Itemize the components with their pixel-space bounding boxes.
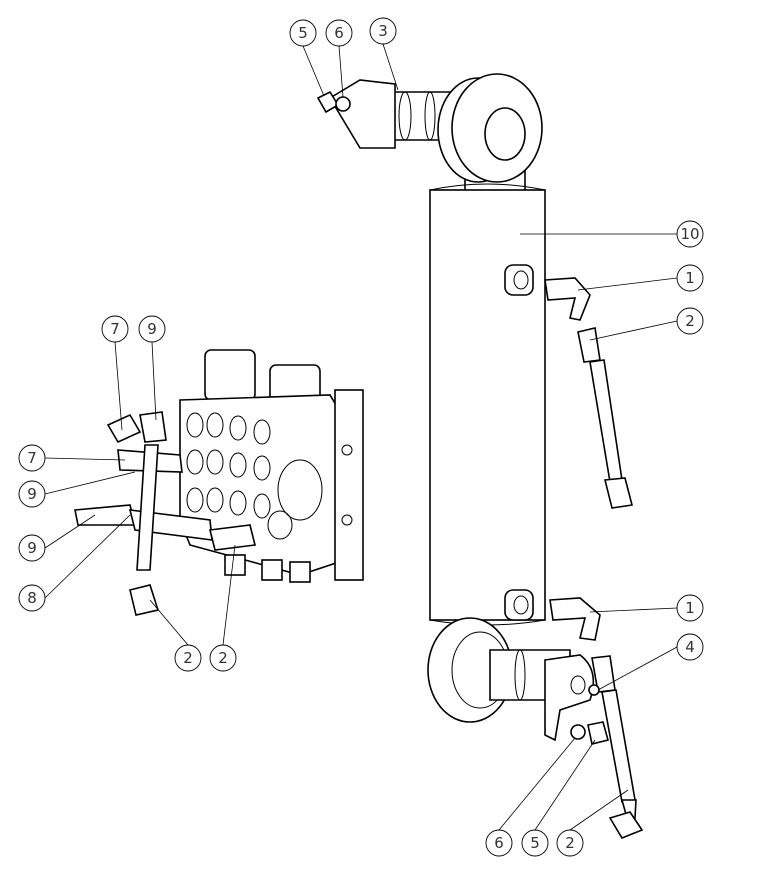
small-fittings-top	[316, 90, 351, 114]
cylinder-barrel	[429, 183, 546, 626]
small-fittings-bottom	[570, 684, 609, 745]
callout-1: 1	[676, 264, 704, 292]
cylinder-bottom-eye	[427, 617, 595, 742]
callout-number: 5	[530, 834, 540, 852]
callout-number: 8	[27, 589, 37, 607]
callout-5: 5	[289, 19, 317, 47]
callout-number: 2	[685, 312, 695, 330]
callout-2: 2	[174, 644, 202, 672]
callout-number: 7	[110, 320, 120, 338]
callout-6: 6	[485, 829, 513, 857]
callout-number: 9	[27, 539, 37, 557]
callout-number: 5	[298, 24, 308, 42]
callout-number: 1	[685, 269, 695, 287]
callout-number: 1	[685, 599, 695, 617]
elbow-fitting-lower	[549, 597, 601, 641]
callout-9: 9	[18, 480, 46, 508]
callout-number: 9	[147, 320, 157, 338]
callout-number: 4	[685, 638, 695, 656]
callout-1: 1	[676, 594, 704, 622]
callout-9: 9	[138, 315, 166, 343]
callout-7: 7	[101, 315, 129, 343]
callout-4: 4	[676, 633, 704, 661]
callout-7: 7	[18, 444, 46, 472]
callout-2: 2	[209, 644, 237, 672]
callout-number: 3	[378, 22, 388, 40]
callout-5: 5	[521, 829, 549, 857]
callout-number: 9	[27, 485, 37, 503]
callout-number: 10	[680, 225, 699, 243]
callout-2: 2	[676, 307, 704, 335]
callout-10: 10	[676, 220, 704, 248]
cylinder-top-eye	[328, 73, 543, 194]
callout-6: 6	[325, 19, 353, 47]
callout-number: 2	[183, 649, 193, 667]
callout-number: 6	[334, 24, 344, 42]
callout-number: 2	[565, 834, 575, 852]
callout-number: 2	[218, 649, 228, 667]
callout-2: 2	[556, 829, 584, 857]
hose-upper	[577, 327, 633, 509]
leader-lines	[44, 43, 678, 831]
callout-8: 8	[18, 584, 46, 612]
callout-number: 6	[494, 834, 504, 852]
hose-lower	[591, 655, 644, 839]
callout-number: 7	[27, 449, 37, 467]
callout-9: 9	[18, 534, 46, 562]
left-hose-assembly	[74, 411, 256, 616]
callout-3: 3	[369, 17, 397, 45]
control-valve-block	[179, 349, 364, 583]
elbow-fitting-upper	[544, 277, 591, 321]
